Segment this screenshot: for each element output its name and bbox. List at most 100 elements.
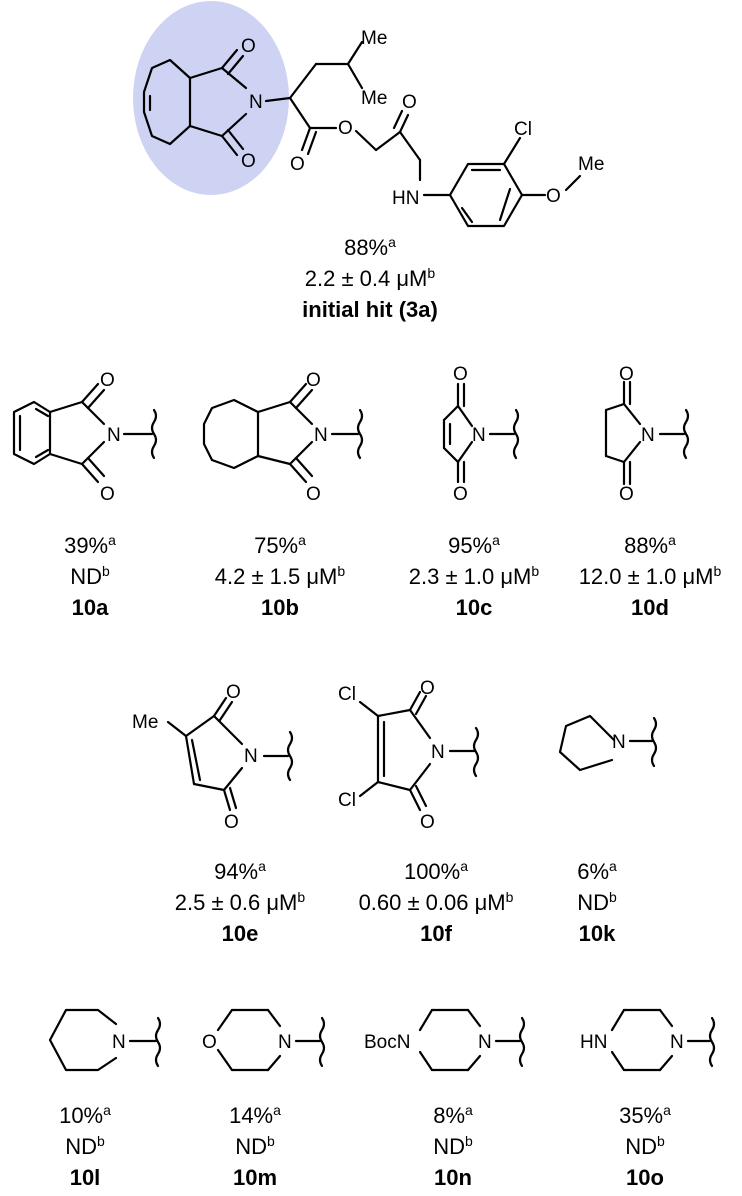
atom-o: O <box>306 370 321 391</box>
atom-cl: Cl <box>514 119 532 140</box>
footnote-mark: a <box>668 532 676 548</box>
footnote-mark: a <box>108 532 116 548</box>
atom-hn: HN <box>392 188 419 209</box>
atom-o: O <box>338 118 353 139</box>
atom-hn: HN <box>580 1032 607 1053</box>
caption-10k: 6%a NDb 10k <box>542 856 652 949</box>
footnote-mark: b <box>427 265 436 281</box>
structure-10c: O O N <box>442 364 520 505</box>
yield-value: 39% <box>64 533 109 558</box>
yield-value: 35% <box>619 1103 664 1128</box>
structure-10k: N <box>558 714 658 772</box>
atom-o: O <box>546 186 561 207</box>
atom-o: O <box>420 678 435 699</box>
compound-label: 10m <box>232 1165 278 1190</box>
footnote-mark: a <box>388 234 396 250</box>
compound-label: 10l <box>69 1165 101 1190</box>
atom-n: N <box>244 746 258 767</box>
atom-n: N <box>278 1032 292 1053</box>
compound-label: 10e <box>221 921 259 946</box>
yield-value: 10% <box>59 1103 104 1128</box>
structure-10f: Cl Cl O O N <box>338 678 480 833</box>
atom-o: O <box>453 484 468 505</box>
atom-cl: Cl <box>338 684 356 705</box>
atom-o: O <box>100 370 115 391</box>
compound-label: 10k <box>578 921 616 946</box>
initial-hit-structure: O O N Me Me O O O HN Cl O <box>133 1 604 228</box>
caption-10m: 14%a NDb 10m <box>200 1100 310 1193</box>
footnote-mark: b <box>101 563 110 579</box>
footnote-mark: a <box>103 1102 111 1118</box>
yield-value: 8% <box>433 1103 465 1128</box>
structure-10e: Me O O N <box>132 682 294 833</box>
footnote-mark: b <box>337 563 346 579</box>
footnote-mark: b <box>266 1133 275 1149</box>
caption-10o: 35%a NDb 10o <box>590 1100 700 1193</box>
footnote-mark: b <box>713 563 722 579</box>
footnote-mark: b <box>297 889 306 905</box>
atom-o: O <box>241 151 256 172</box>
ic50-value: ND <box>70 564 102 589</box>
footnote-mark: a <box>465 1102 473 1118</box>
atom-o: O <box>619 364 634 385</box>
atom-n: N <box>612 732 626 753</box>
structure-10o: HN N <box>580 1008 716 1072</box>
atom-o: O <box>619 484 634 505</box>
atom-n: N <box>431 742 445 763</box>
ic50-value: 12.0 ± 1.0 μM <box>578 564 714 589</box>
caption-10l: 10%a NDb 10l <box>30 1100 140 1193</box>
atom-o: O <box>224 812 239 833</box>
atom-cl: Cl <box>338 790 356 811</box>
yield-value: 14% <box>229 1103 274 1128</box>
atom-o: O <box>290 154 305 175</box>
footnote-mark: b <box>608 889 617 905</box>
ic50-value: ND <box>65 1134 97 1159</box>
atom-o: O <box>402 92 417 113</box>
atom-n: N <box>107 425 121 446</box>
structure-10m: O N <box>202 1008 326 1072</box>
structure-10b: O O N <box>202 370 364 505</box>
atom-o: O <box>226 682 241 703</box>
compound-label: 10o <box>626 1165 664 1190</box>
ic50-value: ND <box>577 890 609 915</box>
ic50-value: 0.60 ± 0.06 μM <box>358 890 506 915</box>
yield-value: 94% <box>214 859 259 884</box>
atom-o: O <box>202 1032 217 1053</box>
atom-me: Me <box>361 28 387 49</box>
caption-10f: 100%a 0.60 ± 0.06 μMb 10f <box>336 856 536 949</box>
atom-n: N <box>314 425 328 446</box>
yield-value: 6% <box>577 859 609 884</box>
atom-o: O <box>453 364 468 385</box>
atom-n: N <box>472 425 486 446</box>
ic50-value: ND <box>625 1134 657 1159</box>
atom-o: O <box>241 36 256 57</box>
footnote-mark: a <box>298 532 306 548</box>
footnote-mark: b <box>531 563 540 579</box>
compound-label: 10d <box>631 595 669 620</box>
highlight-ellipse <box>133 1 289 195</box>
ic50-value: 2.3 ± 1.0 μM <box>408 564 532 589</box>
ic50-value: 2.5 ± 0.6 μM <box>174 890 298 915</box>
atom-o: O <box>100 484 115 505</box>
caption-initial-hit: 88%a 2.2 ± 0.4 μMb initial hit (3a) <box>270 232 470 325</box>
structure-10l: N <box>48 1008 162 1072</box>
footnote-mark: a <box>609 858 617 874</box>
compound-label: 10b <box>261 595 299 620</box>
compound-label: 10c <box>455 595 493 620</box>
ic50-value: ND <box>235 1134 267 1159</box>
atom-me: Me <box>361 88 387 109</box>
footnote-mark: b <box>505 889 514 905</box>
compound-label: 10f <box>420 921 452 946</box>
caption-10e: 94%a 2.5 ± 0.6 μMb 10e <box>150 856 330 949</box>
yield-value: 88% <box>344 235 389 260</box>
structure-10n: BocN N <box>364 1008 526 1072</box>
yield-value: 88% <box>624 533 669 558</box>
caption-10d: 88%a 12.0 ± 1.0 μMb 10d <box>560 530 740 623</box>
atom-bocn: BocN <box>364 1032 410 1053</box>
ic50-value: 4.2 ± 1.5 μM <box>214 564 338 589</box>
structure-10a: O O N <box>12 370 158 505</box>
footnote-mark: b <box>96 1133 105 1149</box>
footnote-mark: a <box>273 1102 281 1118</box>
compound-label: 10a <box>71 595 109 620</box>
footnote-mark: b <box>656 1133 665 1149</box>
